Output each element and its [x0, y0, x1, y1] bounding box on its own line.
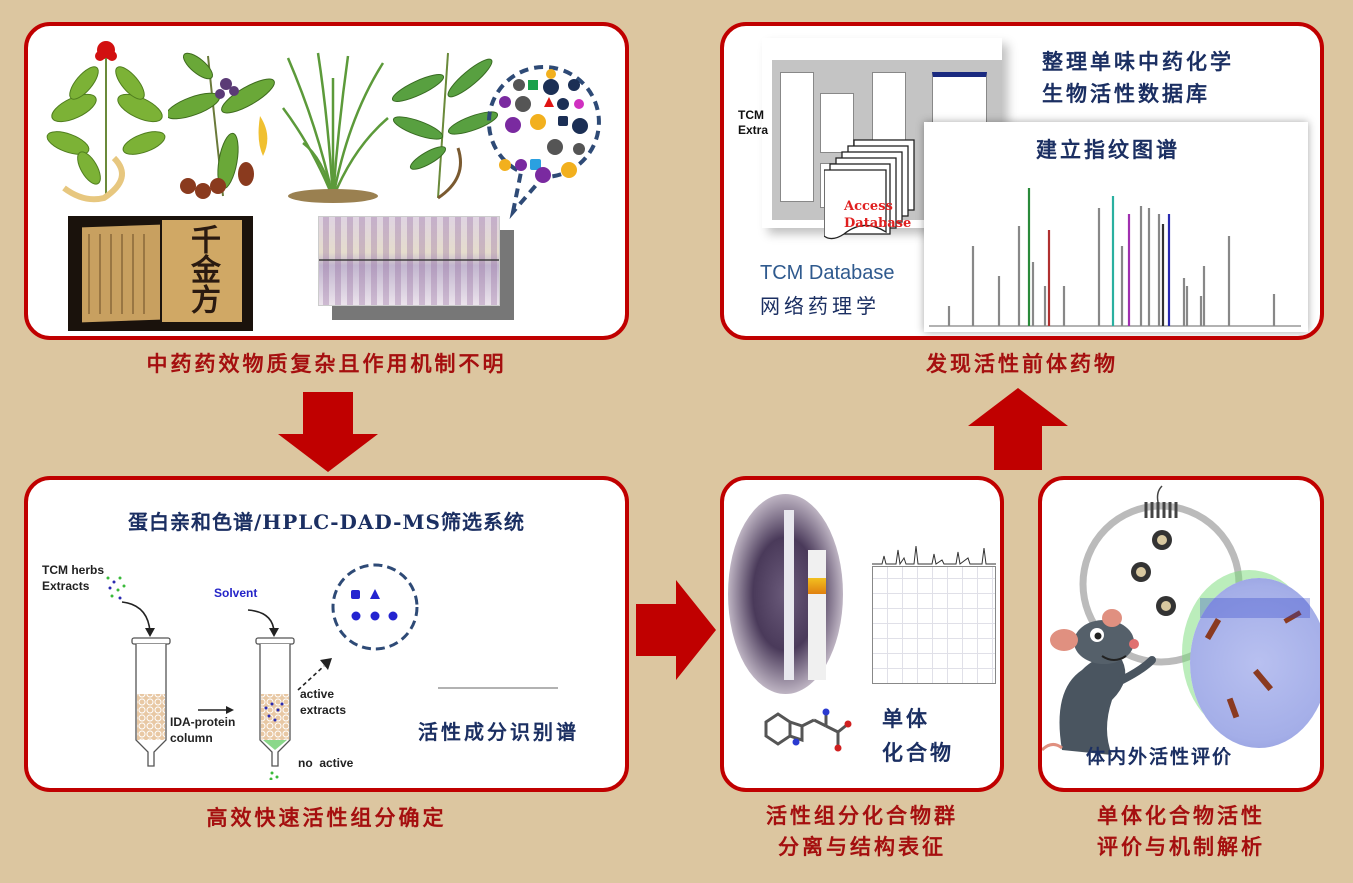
panel-tcm-complexity: 千金方 — [24, 22, 629, 340]
side-label-line1: TCM — [738, 108, 764, 122]
tlc-plate-image — [318, 216, 516, 320]
active-component-spectrum — [438, 572, 558, 689]
panel-affinity-screening: 蛋白亲和色谱/HPLC-DAD-MS筛选系统 TCM herbs Extract… — [24, 476, 629, 792]
arrow-right-icon — [636, 580, 716, 680]
database-heading-line1: 整理单味中药化学 — [1042, 49, 1234, 74]
herbs-label-line1: TCM herbs — [42, 563, 105, 577]
active-compounds-circle-icon — [331, 563, 419, 651]
side-label-line2: Extra — [738, 123, 769, 137]
rat-cartoon-icon — [1042, 609, 1156, 755]
screening-system-title: 蛋白亲和色谱/HPLC-DAD-MS筛选系统 — [128, 510, 525, 534]
fingerprint-chart-frame — [924, 122, 1308, 332]
access-database-label: Access Database — [844, 198, 911, 232]
monomer-label-line2: 化合物 — [882, 740, 954, 765]
network-pharmacology-label: 网络药理学 — [760, 294, 880, 318]
column-label-line1: IDA-protein — [170, 715, 236, 729]
grass-plant-icon — [281, 52, 389, 203]
tryptophan-molecule-icon — [764, 708, 852, 752]
fingerprint-label: 建立指纹图谱 — [1036, 137, 1180, 162]
monomer-compound-label: 单体 化合物 — [882, 702, 954, 770]
book-title: 千金方 — [185, 224, 220, 314]
no-active-label: no active — [298, 756, 354, 770]
ginseng-plant-icon — [46, 41, 166, 203]
solvent-label: Solvent — [214, 586, 258, 600]
caption-separation-line1: 活性组分化合物群 — [766, 803, 958, 828]
caption-compound-separation: 活性组分化合物群 分离与结构表征 — [720, 800, 1004, 862]
caption-rapid-component: 高效快速活性组分确定 — [206, 805, 447, 830]
compound-dots-bubble-icon — [486, 65, 601, 220]
caption-active-precursor: 发现活性前体药物 — [926, 351, 1118, 376]
affinity-column-diagram — [106, 576, 332, 780]
monomer-label-line1: 单体 — [882, 706, 930, 731]
panel-activity-evaluation: 体内外活性评价 — [1038, 476, 1324, 792]
caption-evaluation-line1: 单体化合物活性 — [1097, 803, 1265, 828]
side-label: TCM Extra — [738, 108, 768, 138]
caption-tcm-complexity: 中药药效物质复杂且作用机制不明 — [146, 351, 507, 376]
column-label-line2: column — [170, 731, 213, 745]
in-vivo-vitro-label: 体内外活性评价 — [1086, 746, 1234, 768]
herbs-label: TCM herbs Extracts — [42, 562, 104, 594]
database-heading-line2: 生物活性数据库 — [1042, 81, 1210, 106]
tcm-database-label: TCM Database — [760, 262, 895, 284]
spectrum-label: 活性成分识别谱 — [418, 720, 579, 744]
caption-activity-evaluation: 单体化合物活性 评价与机制解析 — [1038, 800, 1324, 862]
nmr-1d-spectrum — [872, 545, 996, 566]
herb-dots-icon — [106, 576, 126, 600]
bamboo-plant-icon — [391, 52, 498, 200]
stacked-documents-icon — [824, 139, 915, 240]
access-label-line1: Access — [844, 199, 893, 214]
active-extracts-label: active extracts — [300, 686, 346, 718]
caption-separation-line2: 分离与结构表征 — [778, 834, 946, 859]
qianjinfang-book-image: 千金方 — [68, 216, 253, 331]
column-label: IDA-protein column — [170, 714, 235, 746]
arrow-down-icon — [278, 392, 378, 472]
arrow-up-icon — [968, 388, 1068, 470]
nmr-2d-spectrum — [872, 566, 996, 684]
database-heading: 整理单味中药化学 生物活性数据库 — [1042, 46, 1234, 110]
active-label-line2: extracts — [300, 703, 347, 717]
panel-compound-separation: 单体 化合物 — [720, 476, 1004, 792]
berry-plant-icon — [168, 52, 275, 199]
panel-active-precursor: TCM Extra Access Database TCM Database 网… — [720, 22, 1324, 340]
tissue-stain-image — [1190, 578, 1320, 748]
caption-evaluation-line2: 评价与机制解析 — [1097, 834, 1265, 859]
herbs-label-line2: Extracts — [42, 579, 90, 593]
fingerprint-chromatogram — [929, 188, 1301, 327]
access-label-line2: Database — [844, 216, 912, 231]
active-label-line1: active — [300, 687, 335, 701]
